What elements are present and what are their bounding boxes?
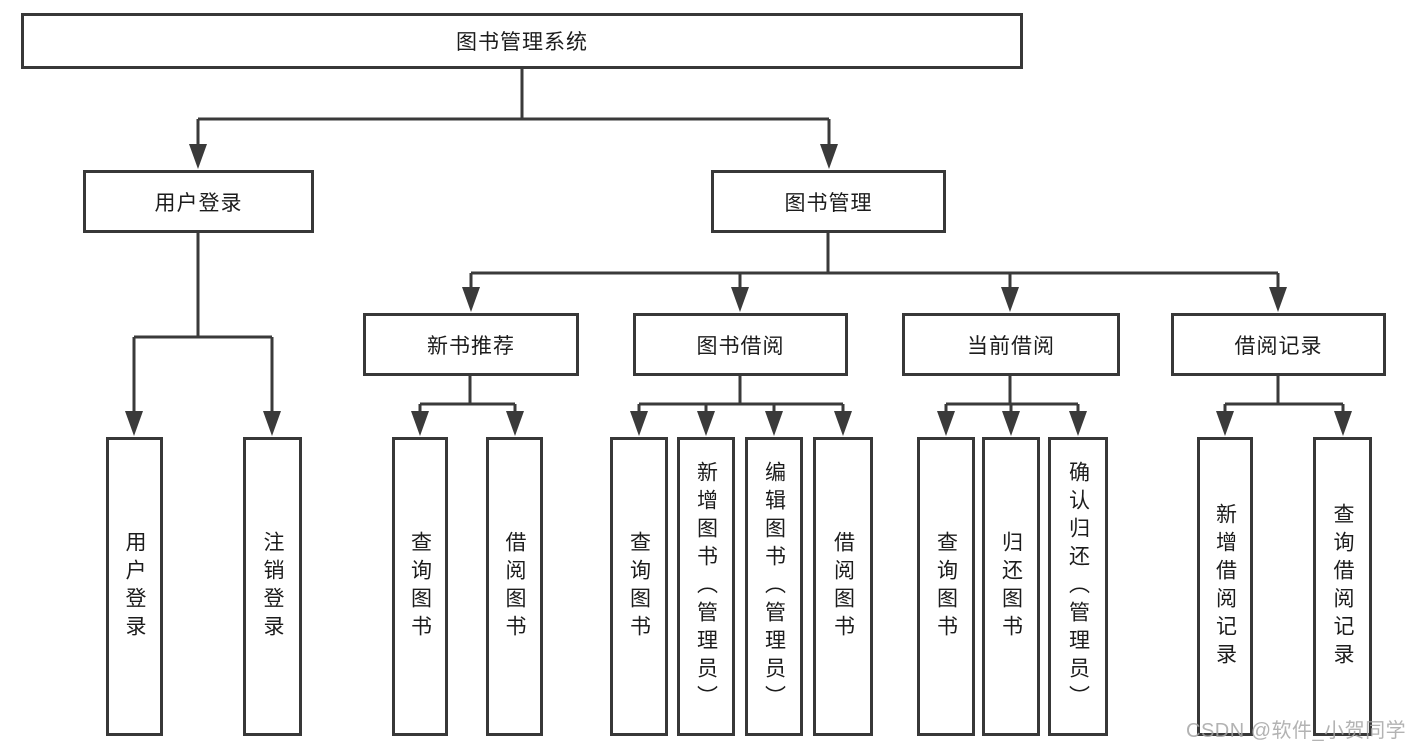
- node-book-management-branch: 图书管理: [711, 170, 946, 233]
- node-borrow-records: 借阅记录: [1171, 313, 1386, 376]
- leaf-borrow-books-recommend: 借阅图书: [486, 437, 543, 736]
- node-label: 归还图书: [999, 530, 1023, 643]
- node-label: 借阅图书: [503, 530, 526, 643]
- node-label: 查询借阅记录: [1331, 502, 1354, 671]
- node-label: 用户登录: [123, 530, 146, 643]
- leaf-query-borrow-record: 查询借阅记录: [1313, 437, 1372, 736]
- leaf-add-books-admin: 新增图书（管理员）: [677, 437, 735, 736]
- node-label: 查询图书: [408, 530, 432, 643]
- leaf-logout: 注销登录: [243, 437, 302, 736]
- node-current-borrowing: 当前借阅: [902, 313, 1120, 376]
- leaf-edit-books-admin: 编辑图书（管理员）: [745, 437, 803, 736]
- node-book-borrowing: 图书借阅: [633, 313, 848, 376]
- node-label: 新增借阅记录: [1213, 502, 1237, 671]
- leaf-return-books: 归还图书: [982, 437, 1040, 736]
- node-label: 查询图书: [627, 530, 651, 643]
- node-new-book-recommend: 新书推荐: [363, 313, 579, 376]
- node-label: 确认归还（管理员）: [1066, 460, 1090, 713]
- leaf-borrow-books-borrowing: 借阅图书: [813, 437, 873, 736]
- leaf-query-books-borrowing: 查询图书: [610, 437, 668, 736]
- node-label: 注销登录: [261, 530, 284, 643]
- leaf-user-login: 用户登录: [106, 437, 163, 736]
- csdn-watermark: CSDN @软件_小贺同学: [1186, 720, 1405, 742]
- node-label: 新书推荐: [427, 334, 515, 358]
- node-label: 查询图书: [934, 530, 958, 643]
- node-label: 新增图书（管理员）: [694, 460, 718, 713]
- node-label: 当前借阅: [967, 334, 1055, 358]
- node-label: 图书管理系统: [456, 31, 588, 54]
- leaf-add-borrow-record: 新增借阅记录: [1197, 437, 1253, 736]
- leaf-query-books-recommend: 查询图书: [392, 437, 448, 736]
- node-label: 用户登录: [154, 191, 243, 215]
- node-label: 图书借阅: [696, 334, 785, 358]
- node-label: 借阅记录: [1234, 334, 1323, 358]
- node-library-management-system: 图书管理系统: [21, 13, 1023, 69]
- leaf-query-books-current: 查询图书: [917, 437, 975, 736]
- node-user-login-branch: 用户登录: [83, 170, 314, 233]
- node-label: 图书管理: [784, 191, 873, 215]
- leaf-confirm-return-admin: 确认归还（管理员）: [1048, 437, 1108, 736]
- node-label: 编辑图书（管理员）: [762, 460, 786, 713]
- node-label: 借阅图书: [831, 530, 855, 643]
